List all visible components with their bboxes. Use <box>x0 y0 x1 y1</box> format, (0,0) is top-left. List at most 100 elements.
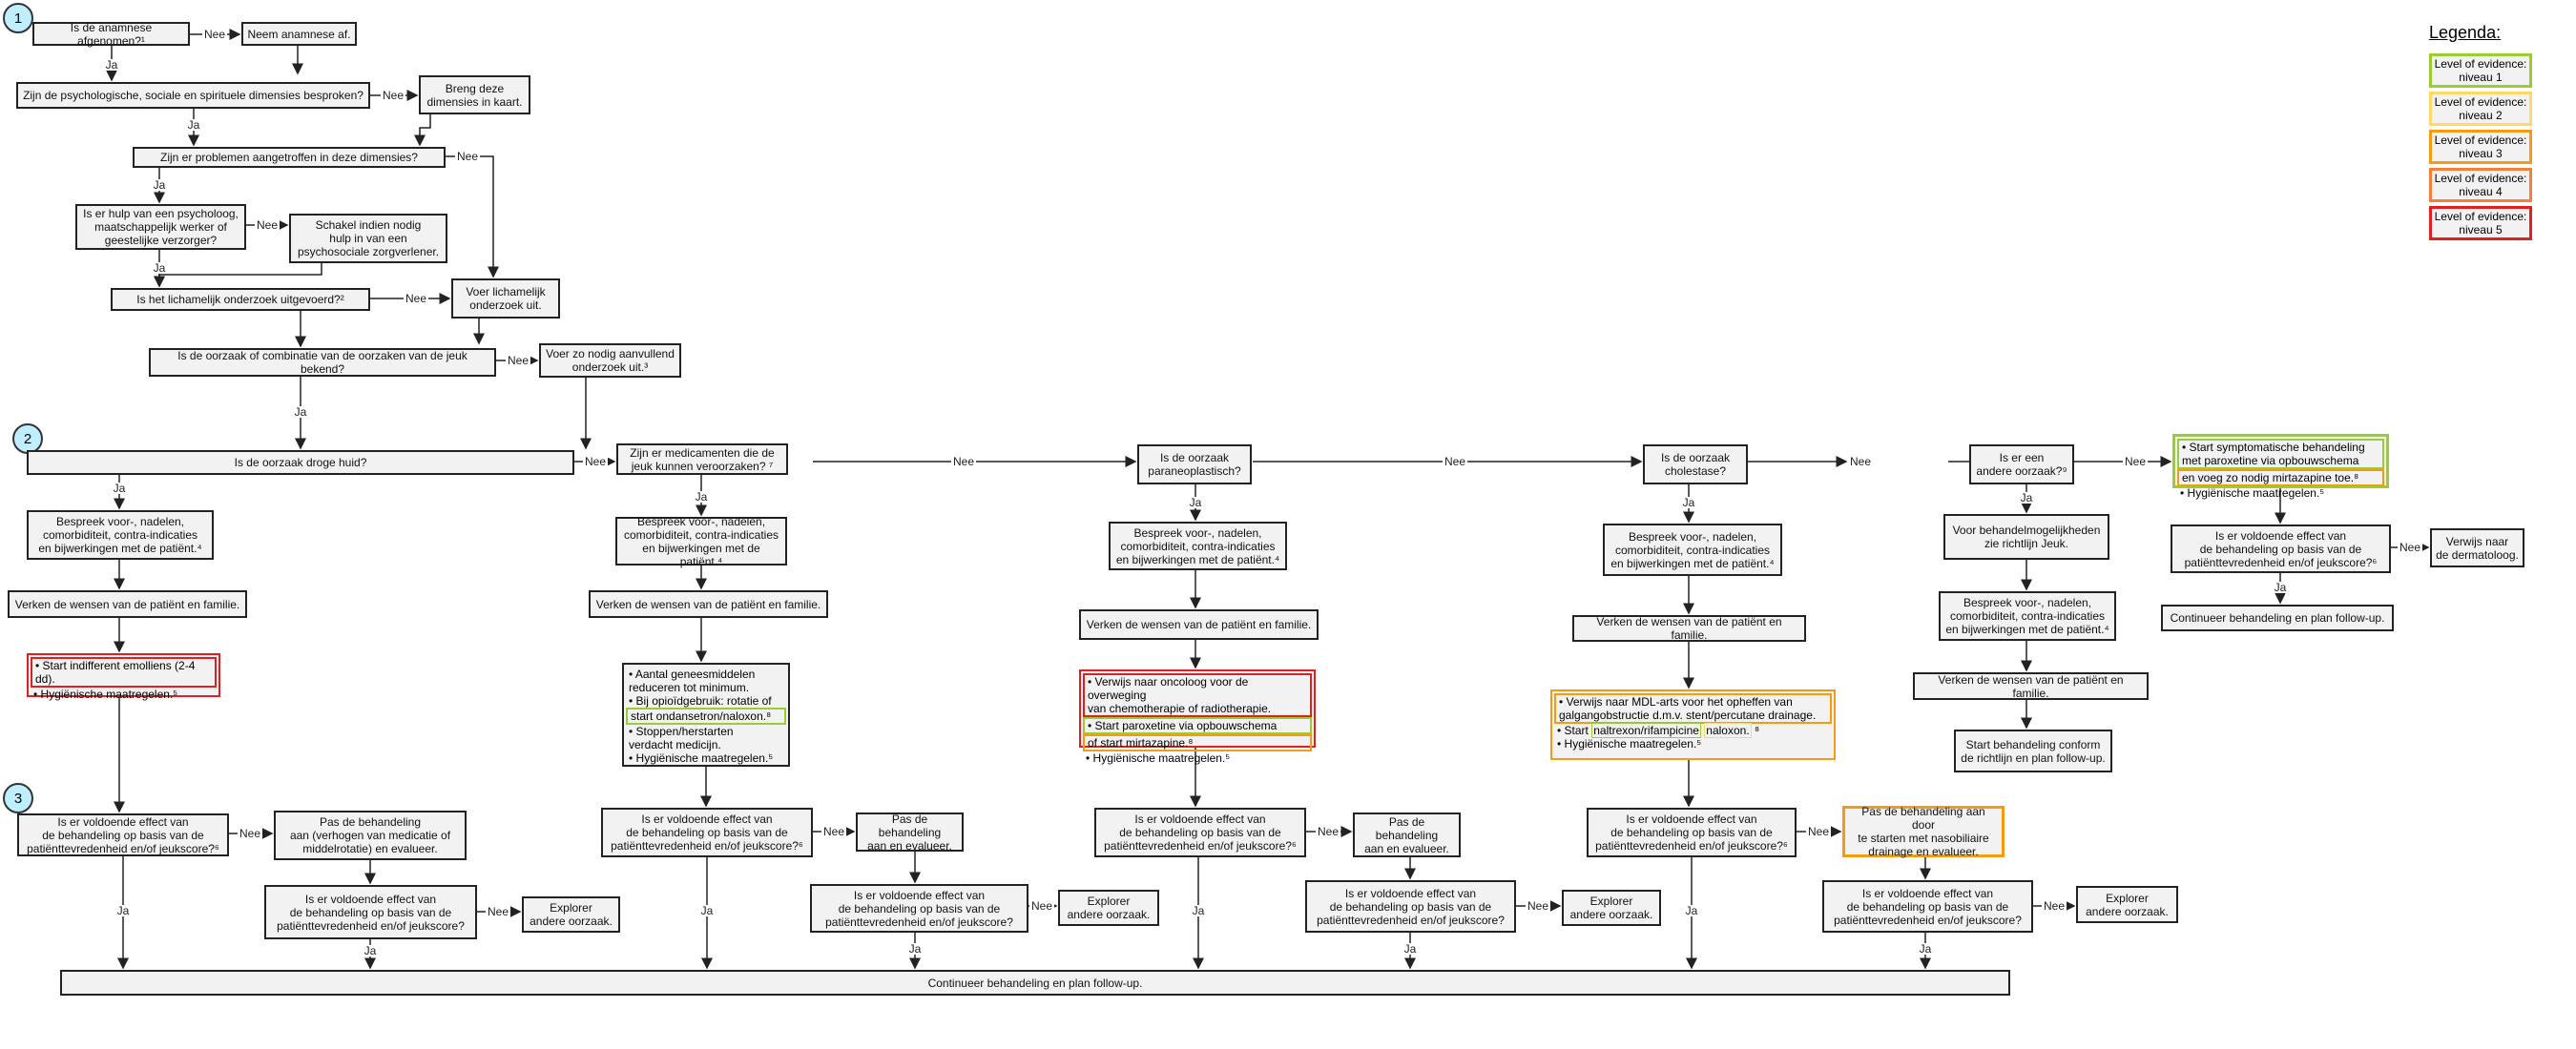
edge-label-nee: Nee <box>403 292 429 305</box>
paroxetine-symptomatic-item: • Start symptomatische behandeling met p… <box>2177 439 2384 469</box>
wishes-box: Verken de wensen van de patiënt en famil… <box>1079 609 1319 640</box>
edge-label-nee: Nee <box>1315 825 1341 838</box>
step-1-number: 1 <box>13 10 23 27</box>
discuss-box: Bespreek voor-, nadelen, comorbiditeit, … <box>27 510 214 560</box>
cause-action: Voer zo nodig aanvullend onderzoek uit.³ <box>539 343 681 378</box>
anamnese-question: Is de anamnese afgenomen?¹ <box>32 21 190 48</box>
edge-label-nee: Nee <box>821 825 847 838</box>
dry-skin-treatment: • Start indifferent emolliens (2-4 dd). … <box>27 653 220 701</box>
effect-question-second: Is er voldoende effect van de behandelin… <box>264 885 477 939</box>
paraneoplastic-question: Is de oorzaak paraneoplastisch? <box>1137 444 1252 484</box>
edge-label-ja: Ja <box>185 118 202 132</box>
continue-treatment-main: Continueer behandeling en plan follow-up… <box>60 970 2010 996</box>
medication-treatment: • Aantal geneesmiddelen reduceren tot mi… <box>622 663 790 767</box>
effect-question-second: Is er voldoende effect van de behandelin… <box>1305 880 1516 933</box>
step-1-marker: 1 <box>3 3 33 33</box>
cholestasis-question: Is de oorzaak cholestase? <box>1643 444 1748 484</box>
edge-label-nee: Nee <box>2122 455 2149 468</box>
cholestasis-treatment: • Verwijs naar MDL-arts voor het opheffe… <box>1550 689 1836 760</box>
edge-label-nee: Nee <box>950 455 977 468</box>
edge-label-nee: Nee <box>582 455 609 468</box>
effect-question: Is er voldoende effect van de behandelin… <box>17 813 229 856</box>
explore-other-cause: Explorer andere oorzaak. <box>1058 890 1159 926</box>
step-3-marker: 3 <box>3 783 33 813</box>
paroxetine-item: • Start paroxetine via opbouwschema <box>1083 717 1312 734</box>
edge-label-nee: Nee <box>1442 455 1468 468</box>
edge-label-ja: Ja <box>151 178 168 192</box>
discuss-box: Bespreek voor-, nadelen, comorbiditeit, … <box>1939 591 2116 641</box>
edge-label-ja: Ja <box>2272 581 2289 594</box>
effect-question: Is er voldoende effect van de behandelin… <box>2171 524 2391 573</box>
edge-label-ja: Ja <box>103 58 120 72</box>
mirtazapine-add-item: en voeg zo nodig mirtazapine toe.⁸ <box>2177 469 2384 486</box>
hygiene-item: • Hygiënische maatregelen.⁵ <box>629 751 774 765</box>
exam-action: Voer lichamelijk onderzoek uit. <box>451 278 560 319</box>
discuss-box: Bespreek voor-, nadelen, comorbiditeit, … <box>1109 522 1287 570</box>
edge-label-ja: Ja <box>1187 496 1204 509</box>
edge-label-ja: Ja <box>1680 496 1697 509</box>
edge-label-ja: Ja <box>1402 942 1419 956</box>
legend-level-2: Level of evidence: niveau 2 <box>2429 92 2532 126</box>
ondansetron-item: start ondansetron/naloxon.⁸ <box>626 708 786 725</box>
effect-question: Is er voldoende effect van de behandelin… <box>1094 808 1306 857</box>
adjust-treatment: Pas de behandeling aan en evalueer. <box>1353 812 1461 857</box>
naltrexon-item: • Start naltrexon/rifampicine naloxon. ⁸ <box>1554 723 1832 738</box>
step-3-number: 3 <box>13 790 23 807</box>
wishes-box: Verken de wensen van de patiënt en famil… <box>1913 672 2149 700</box>
hygiene-item: • Hygiënische maatregelen.⁵ <box>2180 486 2325 500</box>
edge-label-ja: Ja <box>362 944 379 957</box>
anamnese-action: Neem anamnese af. <box>241 22 357 46</box>
edge-label-ja: Ja <box>151 261 168 275</box>
emollient-item: • Start indifferent emolliens (2-4 dd). <box>31 657 217 688</box>
discuss-box: Bespreek voor-, nadelen, comorbiditeit, … <box>615 515 787 568</box>
edge-label-nee: Nee <box>1525 899 1551 913</box>
mdl-referral-item: • Verwijs naar MDL-arts voor het opheffe… <box>1554 693 1832 724</box>
hygiene-item: • Hygiënische maatregelen.⁵ <box>1557 737 1702 751</box>
edge-label-nee: Nee <box>2041 899 2067 913</box>
help-action: Schakel indien nodig hulp in van een psy… <box>289 214 447 263</box>
dimensions-question: Zijn de psychologische, sociale en spiri… <box>16 82 370 109</box>
oncologist-item: • Verwijs naar oncoloog voor de overwegi… <box>1083 673 1312 717</box>
naltrexon-rifampicine-label: naltrexon/rifampicine <box>1591 723 1701 738</box>
edge-label-nee: Nee <box>380 89 406 102</box>
edge-label-ja: Ja <box>698 904 716 917</box>
problems-question: Zijn er problemen aangetroffen in deze d… <box>133 147 446 168</box>
paraneoplastic-treatment: • Verwijs naar oncoloog voor de overwegi… <box>1079 669 1316 765</box>
dimensions-action: Breng deze dimensies in kaart. <box>419 75 530 114</box>
refer-dermatologist: Verwijs naar de dermatoloog. <box>2430 528 2524 567</box>
legend-title: Legenda: <box>2429 23 2502 42</box>
explore-other-cause: Explorer andere oorzaak. <box>522 896 620 933</box>
legend-level-5: Level of evidence: niveau 5 <box>2429 206 2532 240</box>
edge-label-nee: Nee <box>254 218 280 232</box>
wishes-box: Verken de wensen van de patiënt en famil… <box>8 590 247 618</box>
explore-other-cause: Explorer andere oorzaak. <box>1562 890 1661 926</box>
adjust-treatment: Pas de behandeling aan en evalueer. <box>856 812 964 853</box>
mirtazapine-item: of start mirtazapine.⁸ <box>1083 734 1312 751</box>
edge-label-nee: Nee <box>454 150 481 163</box>
exam-question: Is het lichamelijk onderzoek uitgevoerd?… <box>111 288 370 311</box>
edge-label-ja: Ja <box>2018 491 2035 504</box>
edge-label-ja: Ja <box>292 405 309 419</box>
legend-level-4: Level of evidence: niveau 4 <box>2429 168 2532 202</box>
other-cause-question: Is er een andere oorzaak?⁹ <box>1969 444 2074 484</box>
naloxon-label: naloxon. <box>1704 723 1752 738</box>
adjust-treatment: Pas de behandeling aan (verhogen van med… <box>274 811 467 860</box>
symptomatic-treatment: • Start symptomatische behandeling met p… <box>2172 434 2389 500</box>
cause-question: Is de oorzaak of combinatie van de oorza… <box>149 348 496 377</box>
step-2-number: 2 <box>23 430 32 447</box>
edge-label-ja: Ja <box>114 904 132 917</box>
treatment-options-info: Voor behandelmogelijkheden zie richtlijn… <box>1943 514 2109 560</box>
stop-medicine-item: • Stoppen/herstarten verdacht medicijn. <box>629 725 734 751</box>
wishes-box: Verken de wensen van de patiënt en famil… <box>1572 615 1806 642</box>
start-label: • Start <box>1557 724 1592 737</box>
edge-label-nee: Nee <box>485 905 511 918</box>
edge-label-nee: Nee <box>1805 825 1832 838</box>
continue-treatment: Continueer behandeling en plan follow-up… <box>2161 605 2394 631</box>
legend-level-1: Level of evidence: niveau 1 <box>2429 53 2532 88</box>
edge-label-ja: Ja <box>906 942 924 956</box>
edge-label-nee: Nee <box>1847 455 1874 468</box>
edge-label-ja: Ja <box>1683 904 1700 917</box>
hygiene-item: • Hygiënische maatregelen.⁵ <box>33 688 178 701</box>
hygiene-item: • Hygiënische maatregelen.⁵ <box>1086 751 1231 765</box>
opioid-item: • Bij opioïdgebruik: rotatie of <box>629 694 772 708</box>
